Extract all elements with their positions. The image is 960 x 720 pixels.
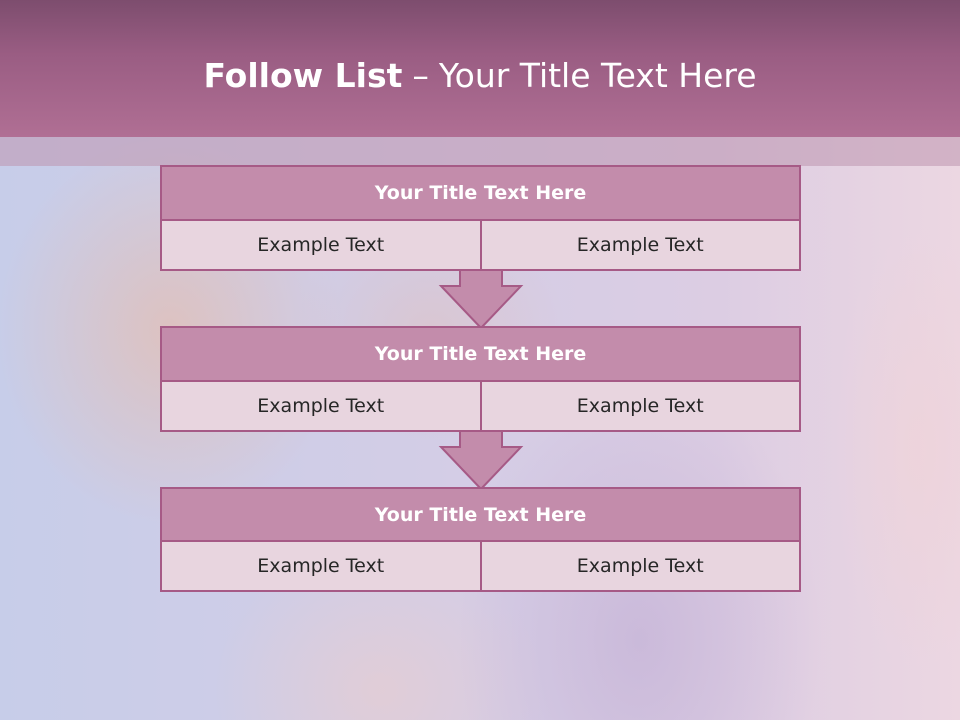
step-block-1: Your Title Text Here Example Text Exampl… — [160, 165, 801, 271]
step-cell-right: Example Text — [480, 221, 801, 271]
title-dash: – — [412, 56, 429, 95]
step-block-3: Your Title Text Here Example Text Exampl… — [160, 487, 801, 592]
step-title: Your Title Text Here — [160, 326, 801, 382]
down-arrow-icon — [438, 270, 524, 330]
step-cell-right: Example Text — [480, 542, 801, 592]
step-cell-left: Example Text — [160, 221, 481, 271]
step-cell-right: Example Text — [480, 382, 801, 432]
step-row: Example Text Example Text — [160, 221, 801, 271]
step-cell-left: Example Text — [160, 382, 481, 432]
title-bold: Follow List — [203, 56, 403, 95]
header-band — [0, 0, 960, 137]
step-row: Example Text Example Text — [160, 542, 801, 592]
slide-title: Follow List–Your Title Text Here — [0, 52, 960, 100]
step-title: Your Title Text Here — [160, 165, 801, 221]
title-text: Your Title Text Here — [438, 56, 757, 95]
step-row: Example Text Example Text — [160, 382, 801, 432]
down-arrow-icon — [438, 431, 524, 491]
step-block-2: Your Title Text Here Example Text Exampl… — [160, 326, 801, 432]
header-strip — [0, 137, 960, 166]
step-title: Your Title Text Here — [160, 487, 801, 542]
step-cell-left: Example Text — [160, 542, 481, 592]
